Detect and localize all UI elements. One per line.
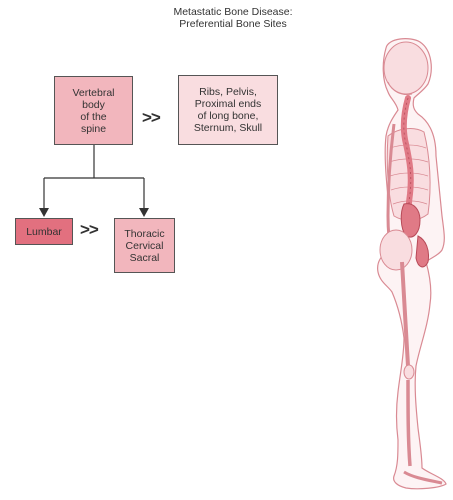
box-lumbar: Lumbar: [15, 218, 73, 245]
ribs-line-2: Proximal ends: [194, 98, 262, 110]
thoracic-line-3: Sacral: [129, 251, 160, 264]
diagram-title: Metastatic Bone Disease: Preferential Bo…: [128, 6, 338, 30]
lumbar-label: Lumbar: [26, 225, 62, 238]
title-line-2: Preferential Bone Sites: [179, 18, 287, 30]
box-vertebral-body: Vertebral body of the spine: [54, 76, 133, 145]
tibia: [406, 379, 412, 467]
ribs-line-1: Ribs, Pelvis,: [199, 86, 257, 98]
comparator-bottom: >>: [80, 220, 99, 239]
femur: [400, 261, 410, 367]
vertebral-line-3: of the: [80, 110, 107, 123]
sacrum: [415, 235, 429, 268]
lumbar-spine: [400, 203, 421, 238]
box-ribs-pelvis: Ribs, Pelvis, Proximal ends of long bone…: [178, 75, 278, 145]
pelvis: [379, 229, 413, 271]
vertebral-line-1: Vertebral: [72, 86, 115, 99]
skull: [383, 41, 429, 95]
skeleton-side-view-illustration: [377, 38, 447, 490]
vertebral-line-2: body: [82, 98, 105, 111]
comparator-top: >>: [142, 108, 161, 127]
thoracic-line-1: Thoracic: [124, 227, 165, 240]
vertebral-line-4: spine: [80, 122, 107, 135]
ribs-line-4: Sternum, Skull: [193, 122, 263, 134]
foot-bones: [403, 470, 443, 485]
thoracic-line-2: Cervical: [125, 239, 164, 252]
title-line-1: Metastatic Bone Disease:: [173, 6, 293, 18]
knee: [403, 364, 415, 380]
ribs-line-3: of long bone,: [197, 110, 259, 122]
box-thoracic-cervical-sacral: Thoracic Cervical Sacral: [114, 218, 175, 273]
